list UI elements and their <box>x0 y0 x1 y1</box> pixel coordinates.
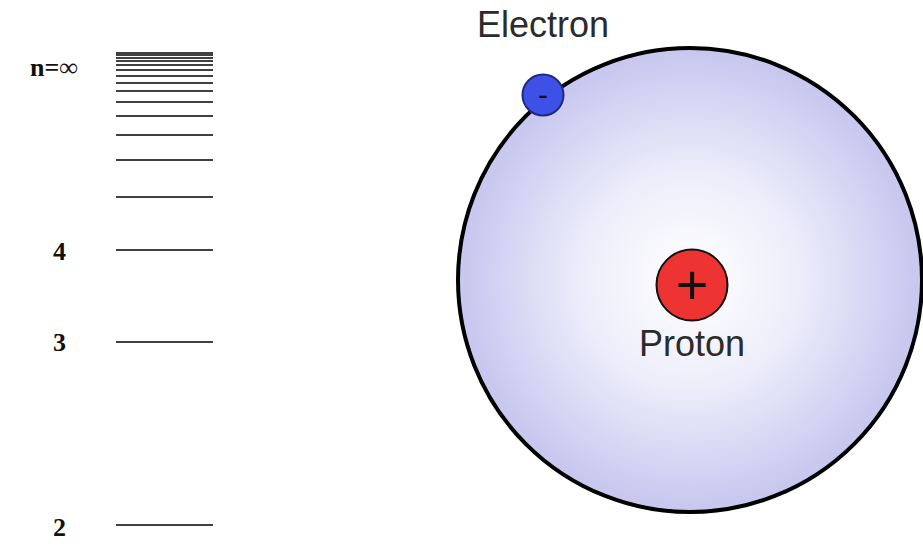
electron-circle: -Electron <box>521 73 565 117</box>
energy-level <box>116 196 213 197</box>
charge-sign: + <box>655 248 729 322</box>
energy-level <box>116 159 213 160</box>
energy-level <box>116 82 213 83</box>
energy-level <box>116 134 213 135</box>
level-number: 2 <box>53 515 66 541</box>
orbit-circle <box>458 48 922 512</box>
energy-levels <box>116 53 213 525</box>
level-number: 3 <box>53 330 66 356</box>
particle-label: Electron <box>477 7 609 43</box>
energy-level <box>116 52 213 53</box>
energy-level <box>116 54 213 55</box>
energy-level <box>116 249 213 250</box>
energy-level <box>116 341 213 342</box>
charge-sign: - <box>521 73 565 117</box>
proton-circle: +Proton <box>655 248 729 322</box>
level-label: n=∞ <box>30 55 78 81</box>
energy-level <box>116 64 213 65</box>
energy-level <box>116 90 213 91</box>
energy-level <box>116 69 213 70</box>
energy-level <box>116 60 213 61</box>
energy-level <box>116 524 213 525</box>
level-number: 4 <box>53 239 66 265</box>
energy-level <box>116 75 213 76</box>
particle-label: Proton <box>639 326 745 362</box>
energy-level <box>116 57 213 58</box>
energy-level <box>116 101 213 102</box>
energy-level <box>116 115 213 116</box>
